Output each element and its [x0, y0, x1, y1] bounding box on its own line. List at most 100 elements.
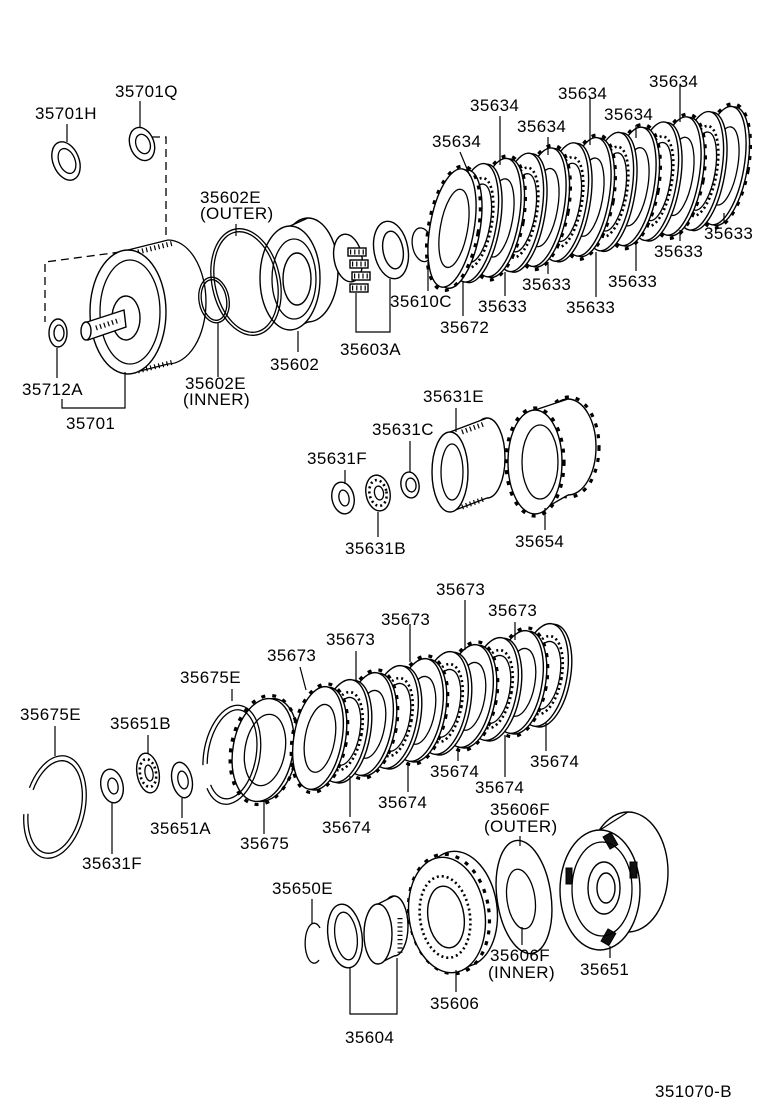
callout-35675E-left: 35675E — [20, 705, 81, 724]
oring-inner — [213, 231, 279, 333]
callout-35701: 35701 — [66, 414, 115, 433]
ring-outer — [48, 318, 68, 348]
callout-35631B: 35631B — [345, 539, 406, 558]
part-35675E-snap-ring-left — [23, 755, 87, 859]
hub-roller-ring — [418, 874, 472, 960]
part-35603A-spring-retainer — [332, 220, 410, 293]
part-35631C-washer — [400, 471, 420, 499]
callout-35604: 35604 — [345, 1028, 394, 1047]
plate-front-face — [291, 685, 345, 791]
part-35651A-washer — [170, 761, 194, 799]
washer-inner — [107, 777, 119, 795]
callout-35673: 35673 — [488, 601, 537, 620]
callout-35606F-outer: 35606F — [490, 800, 550, 819]
callout-35633: 35633 — [478, 297, 527, 316]
callout-35651A: 35651A — [150, 819, 211, 838]
callout-35673: 35673 — [326, 630, 375, 649]
washer-inner — [338, 489, 350, 507]
callout-35606F-inner: 35606F — [490, 946, 550, 965]
drum-top-edge — [534, 398, 569, 411]
part-35675E-snap-ring-mid — [202, 704, 262, 805]
leader-35634 — [459, 151, 471, 177]
callout-35672: 35672 — [440, 318, 489, 337]
piston-step — [271, 238, 317, 320]
part-35651B-bearing — [135, 752, 161, 794]
washer-outer — [331, 481, 355, 515]
drum-front-lugs — [504, 406, 566, 518]
plate-bore — [303, 703, 337, 773]
callout-35606: 35606 — [430, 994, 479, 1013]
callout-35606F-inner-note: (INNER) — [488, 963, 555, 982]
clutch-cage-front — [363, 903, 393, 965]
part-35631B-bearing — [365, 474, 391, 512]
hub-bore — [440, 443, 464, 501]
callout-35701H: 35701H — [35, 104, 97, 123]
callout-35634: 35634 — [604, 105, 653, 124]
bearing-outer — [365, 474, 391, 512]
plate-35672 — [424, 164, 483, 293]
part-35654-drum — [504, 395, 601, 518]
callout-35633: 35633 — [608, 272, 657, 291]
callout-35674: 35674 — [430, 762, 479, 781]
part-35631F-washer-lower — [99, 768, 125, 804]
drum-shaft-end — [80, 321, 92, 341]
bearing-outer — [135, 752, 161, 794]
drum-top-edge — [127, 239, 169, 251]
washer-outer — [400, 471, 420, 499]
drum-front-rim — [99, 259, 161, 365]
callout-35674: 35674 — [322, 818, 371, 837]
plate-bore — [438, 188, 470, 269]
part-35650E-snap-ring — [304, 922, 321, 964]
callout-35674: 35674 — [378, 793, 427, 812]
callout-35675: 35675 — [240, 834, 289, 853]
bracket-35604 — [349, 958, 398, 1015]
spring-coil — [349, 283, 369, 293]
callout-35633: 35633 — [566, 298, 615, 317]
ring-inner — [57, 147, 77, 175]
callout-35673: 35673 — [381, 610, 430, 629]
callout-35603A: 35603A — [340, 340, 401, 359]
clutch-cage-top — [377, 895, 395, 905]
callout-35606F-outer-note: (OUTER) — [484, 817, 558, 836]
snap-ring-inner — [27, 760, 83, 854]
callout-35602E-inner-note: (INNER) — [183, 390, 250, 409]
drum-back-edge — [167, 239, 207, 365]
piston-top-edge — [289, 217, 309, 227]
callout-35602E-inner: 35602E — [185, 374, 246, 393]
part-35606-hub-gear — [406, 850, 499, 976]
spring-coil — [351, 271, 371, 281]
snap-ring-outer — [202, 704, 262, 805]
callout-35634: 35634 — [558, 84, 607, 103]
callout-35654: 35654 — [515, 532, 564, 551]
callout-35673: 35673 — [267, 646, 316, 665]
ring-outer — [128, 126, 156, 162]
part-35701-drum — [80, 239, 207, 375]
oring-outer — [198, 276, 230, 324]
part-35631E-hub — [431, 417, 506, 513]
drum-top-edge — [599, 811, 629, 831]
callout-35634: 35634 — [517, 117, 566, 136]
callout-labels: 35701H 35701Q 35602E (OUTER) 35602E (INN… — [20, 72, 753, 1101]
callout-35674: 35674 — [530, 752, 579, 771]
spring-coil — [347, 247, 367, 257]
spring-coil — [349, 259, 369, 269]
washer-inner — [505, 868, 537, 930]
callout-35633: 35633 — [654, 242, 703, 261]
washer-outer — [170, 761, 194, 799]
drum-shaft-spline — [95, 317, 121, 331]
part-35712A-ring — [48, 318, 68, 348]
plate-35674 — [289, 682, 350, 795]
lower-clutch-pack — [289, 622, 573, 795]
callout-35634: 35634 — [432, 132, 481, 151]
callout-35651B: 35651B — [110, 714, 171, 733]
leader-lines — [54, 85, 725, 1015]
washer-outer — [99, 768, 125, 804]
bearing-rollers — [368, 478, 388, 508]
drum-front — [507, 409, 563, 515]
part-35602E-inner-oring — [198, 276, 230, 324]
clutch-race-inner — [333, 911, 359, 961]
callout-35634: 35634 — [649, 72, 698, 91]
callout-35712A: 35712A — [22, 380, 83, 399]
part-35602E-outer-oring — [210, 228, 282, 336]
leader-35673 — [299, 666, 307, 691]
